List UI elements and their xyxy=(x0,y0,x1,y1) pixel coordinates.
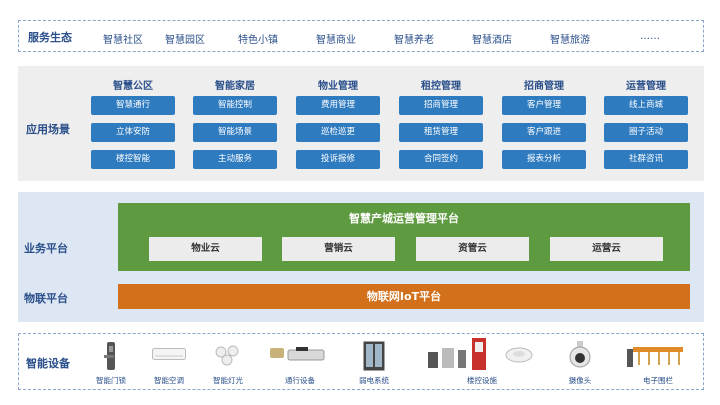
business-platform-box: 智慧产城运营管理平台 物业云 营销云 资管云 运营云 xyxy=(118,203,690,271)
device-name: 摄像头 xyxy=(568,376,592,385)
device-name: 弱电系统 xyxy=(359,376,389,385)
service-item: 特色小镇 xyxy=(238,35,278,46)
service-item: 智慧社区 xyxy=(103,35,143,46)
device-name: 智能门锁 xyxy=(96,376,126,385)
service-item: …… xyxy=(640,31,660,42)
electronic-fence-icon xyxy=(627,347,683,367)
app-button[interactable]: 投诉报修 xyxy=(296,150,380,169)
app-button[interactable]: 智能场景 xyxy=(193,123,277,142)
app-button[interactable]: 费用管理 xyxy=(296,96,380,115)
app-button[interactable]: 客户跟进 xyxy=(502,123,586,142)
business-platform-label: 业务平台 xyxy=(24,242,68,255)
app-button[interactable]: 巡检巡更 xyxy=(296,123,380,142)
app-column-title: 招商管理 xyxy=(524,81,564,92)
iot-platform-bar[interactable]: 物联网IoT平台 xyxy=(118,284,690,309)
device-name: 电子围栏 xyxy=(643,376,673,385)
device-name: 智能灯光 xyxy=(213,376,243,385)
building-control-icon xyxy=(428,338,486,370)
service-item: 智慧酒店 xyxy=(472,35,512,46)
application-label: 应用场景 xyxy=(26,123,70,136)
cloud-module[interactable]: 资管云 xyxy=(416,237,529,261)
app-button[interactable]: 招商管理 xyxy=(399,96,483,115)
iot-platform-label: 物联平台 xyxy=(24,292,68,305)
app-button[interactable]: 立体安防 xyxy=(91,123,175,142)
access-gate-icon xyxy=(270,347,325,361)
air-conditioner-icon xyxy=(152,348,186,360)
service-item: 智慧园区 xyxy=(165,35,205,46)
service-item: 智慧商业 xyxy=(316,35,356,46)
service-item: 智慧旅游 xyxy=(550,35,590,46)
devices-label: 智能设备 xyxy=(26,357,70,370)
smart-light-icon xyxy=(215,345,239,366)
cloud-module[interactable]: 营销云 xyxy=(282,237,395,261)
camera-icon xyxy=(569,341,591,368)
service-item: 智慧养老 xyxy=(394,35,434,46)
app-button[interactable]: 楼控智能 xyxy=(91,150,175,169)
app-column-title: 租控管理 xyxy=(421,81,461,92)
app-button[interactable]: 社群咨讯 xyxy=(604,150,688,169)
device-name: 智能空调 xyxy=(154,376,184,385)
smart-lock-icon xyxy=(104,342,115,370)
app-button[interactable]: 智慧通行 xyxy=(91,96,175,115)
app-button[interactable]: 租赁管理 xyxy=(399,123,483,142)
app-button[interactable]: 线上商城 xyxy=(604,96,688,115)
app-column-title: 智慧公区 xyxy=(113,81,153,92)
app-column-title: 物业管理 xyxy=(318,81,358,92)
app-button[interactable]: 合同签约 xyxy=(399,150,483,169)
device-name: 楼控设施 xyxy=(467,376,497,385)
app-button[interactable]: 圈子活动 xyxy=(604,123,688,142)
app-column-title: 智能家居 xyxy=(215,81,255,92)
low-voltage-system-icon xyxy=(363,341,385,371)
app-button[interactable]: 智能控制 xyxy=(193,96,277,115)
smoke-detector-icon xyxy=(505,347,533,363)
app-button[interactable]: 客户管理 xyxy=(502,96,586,115)
device-name: 通行设备 xyxy=(285,376,315,385)
app-column-title: 运营管理 xyxy=(626,81,666,92)
app-button[interactable]: 主动服务 xyxy=(193,150,277,169)
devices-box xyxy=(18,333,704,390)
service-ecosystem-label: 服务生态 xyxy=(28,31,72,44)
app-button[interactable]: 报表分析 xyxy=(502,150,586,169)
business-platform-title: 智慧产城运营管理平台 xyxy=(349,212,459,225)
cloud-module[interactable]: 物业云 xyxy=(149,237,262,261)
service-ecosystem-box xyxy=(18,20,704,52)
cloud-module[interactable]: 运营云 xyxy=(550,237,663,261)
